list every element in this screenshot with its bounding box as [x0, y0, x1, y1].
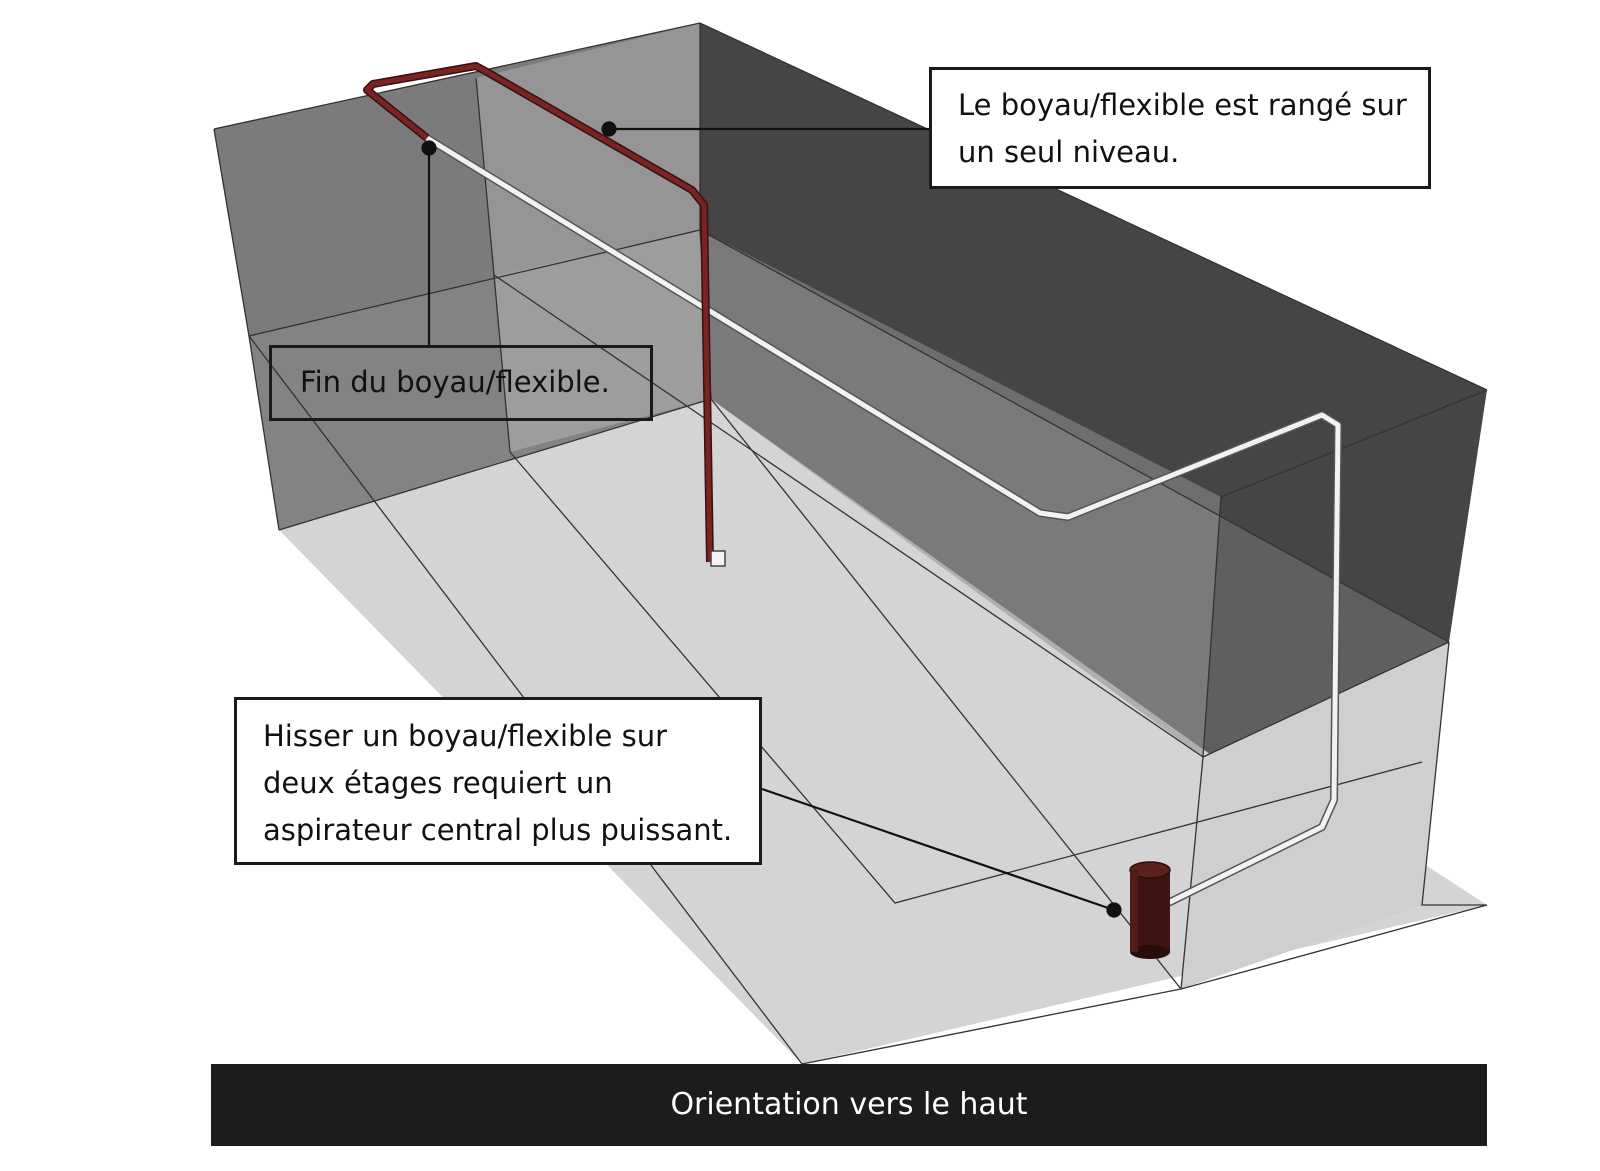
- caption-bar: Orientation vers le haut: [211, 1064, 1487, 1146]
- inner-panel-lower: [494, 230, 711, 452]
- callout-leaders: [421, 121, 1122, 918]
- floor-strip: [1181, 642, 1449, 989]
- vacuum-canister-icon: [1129, 861, 1171, 959]
- callout-single-level-line-2: un seul niveau.: [958, 135, 1180, 169]
- callout-hose-end-line-1: Fin du boyau/flexible.: [300, 365, 610, 399]
- inner-panel-upper: [476, 23, 700, 275]
- callout-single-level: Le boyau/flexible est rangé sur un seul …: [929, 67, 1431, 189]
- callout-hose-end: Fin du boyau/flexible.: [269, 345, 653, 421]
- callout-two-floors-line-3: aspirateur central plus puissant.: [263, 813, 733, 847]
- callout-two-floors-line-1: Hisser un boyau/flexible sur: [263, 719, 668, 753]
- callout-single-level-line-1: Le boyau/flexible est rangé sur: [958, 88, 1407, 122]
- callout-two-floors-line-2: deux étages requiert un: [263, 766, 613, 800]
- square-inlet-icon: [710, 550, 726, 567]
- callout-two-floors: Hisser un boyau/flexible sur deux étages…: [234, 697, 762, 865]
- back-wall-upper: [700, 23, 1487, 642]
- mid-wall-upper: [700, 230, 1221, 757]
